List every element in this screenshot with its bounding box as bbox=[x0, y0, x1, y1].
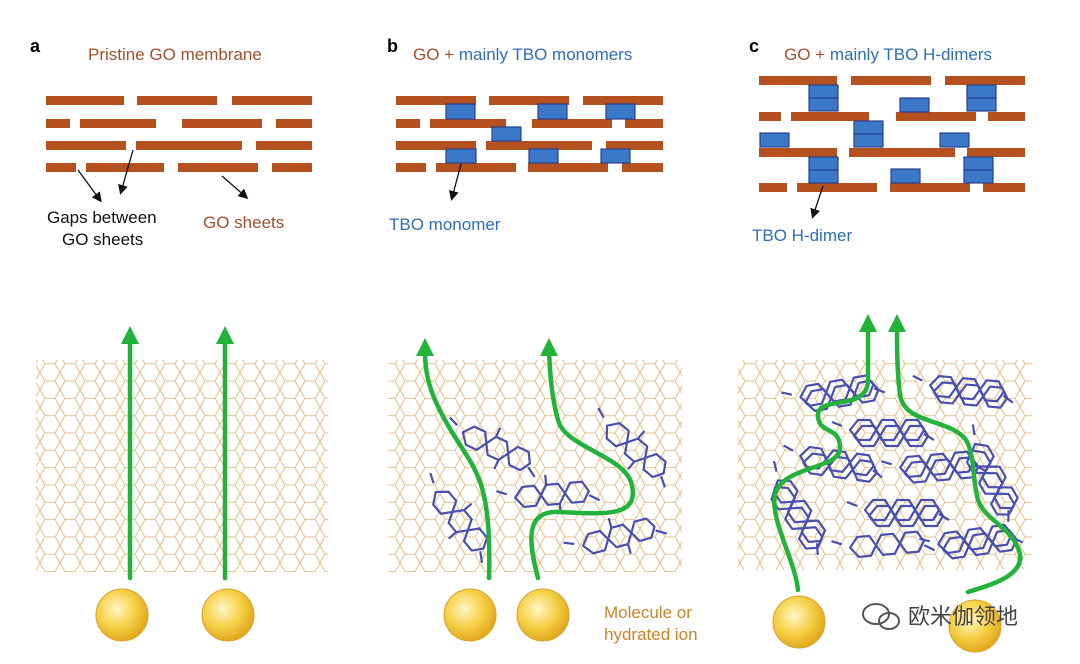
panel-b-tbo-monomers bbox=[445, 103, 636, 164]
panel-a-go-stack bbox=[46, 96, 312, 172]
flow-paths bbox=[127, 325, 1023, 595]
watermark-text: 欧米伽领地 bbox=[908, 605, 1018, 630]
panel-b-title: GO + mainly TBO monomers bbox=[413, 45, 632, 64]
panel-a-title: Pristine GO membrane bbox=[88, 45, 262, 64]
panel-c-title: GO + mainly TBO H-dimers bbox=[784, 45, 992, 64]
wechat-icon bbox=[862, 603, 900, 630]
flow-path-c1 bbox=[772, 325, 871, 593]
flow-path-b2 bbox=[529, 349, 636, 581]
arrowhead-c2 bbox=[888, 314, 906, 332]
panel-b-letter: b bbox=[387, 36, 398, 56]
lattice-b bbox=[388, 360, 682, 572]
panel-a-letter: a bbox=[30, 36, 41, 56]
label-gaps-line2: GO sheets bbox=[62, 230, 143, 249]
label-go-sheets: GO sheets bbox=[203, 213, 284, 232]
ion-a1 bbox=[95, 588, 149, 642]
panel-c-letter: c bbox=[749, 36, 759, 56]
arrowhead-b1 bbox=[416, 338, 434, 356]
lattice-a bbox=[36, 360, 328, 572]
arrowhead-b2 bbox=[540, 338, 558, 356]
label-tbo-monomer: TBO monomer bbox=[389, 215, 501, 234]
panel-c-go-stack bbox=[759, 76, 1025, 192]
ions bbox=[95, 588, 1002, 653]
flow-path-b1 bbox=[422, 349, 492, 581]
panel-c-tbo-h-dimers bbox=[759, 84, 997, 184]
ion-a2 bbox=[201, 588, 255, 642]
arrowhead-a2 bbox=[216, 326, 234, 344]
ion-b2 bbox=[516, 588, 570, 642]
label-molecule-line1: Molecule or bbox=[604, 603, 692, 622]
label-tbo-h-dimer: TBO H-dimer bbox=[752, 226, 852, 245]
label-molecule-line2: hydrated ion bbox=[604, 625, 698, 644]
panel-a-gap-arrows bbox=[77, 149, 249, 203]
panel-b-tbo-molecules bbox=[429, 407, 668, 563]
arrowhead-c1 bbox=[859, 314, 877, 332]
flow-path-c2 bbox=[894, 325, 1023, 595]
label-gaps-line1: Gaps between bbox=[47, 208, 157, 227]
arrowhead-a1 bbox=[121, 326, 139, 344]
ion-b1 bbox=[443, 588, 497, 642]
panel-b-monomer-arrow bbox=[448, 163, 462, 201]
ion-c1 bbox=[772, 595, 826, 649]
watermark: 欧米伽领地 bbox=[862, 603, 1018, 630]
ion-c2 bbox=[948, 599, 1002, 653]
panel-b-go-stack bbox=[396, 96, 663, 172]
panel-c-dimer-arrow bbox=[810, 185, 824, 219]
flow-arrowheads bbox=[121, 314, 906, 356]
